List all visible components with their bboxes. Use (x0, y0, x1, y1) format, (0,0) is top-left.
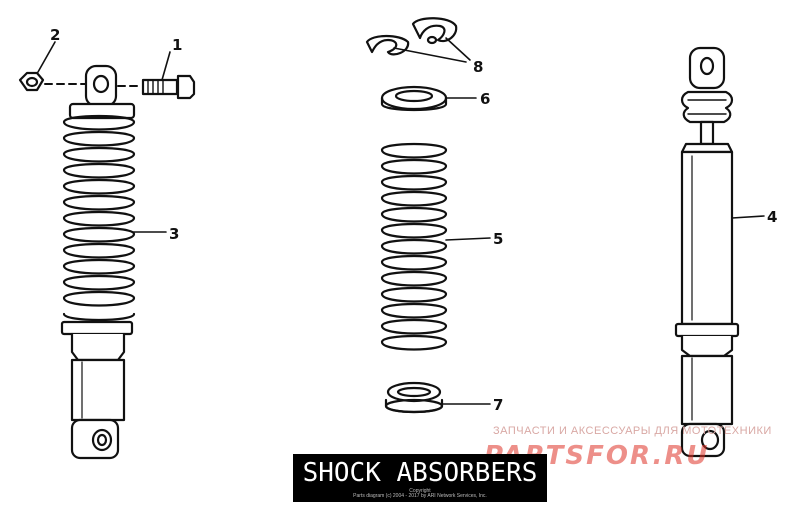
title-plate: SHOCK ABSORBERS Copyright Parts diagram … (293, 454, 547, 502)
callout-7: 7 (493, 396, 503, 414)
diagram-title: SHOCK ABSORBERS (302, 458, 538, 488)
lower-spring-seat-part (384, 381, 444, 414)
leader-lines (37, 37, 765, 405)
callout-3: 3 (169, 225, 179, 243)
copyright-notice: Copyright Parts diagram (c) 2004 - 2017 … (293, 489, 547, 499)
bolt-part (141, 74, 196, 100)
nut-part (18, 71, 45, 92)
watermark-tagline: ЗАПЧАСТИ И АКСЕССУАРЫ ДЛЯ МОТОТЕХНИКИ (493, 425, 772, 437)
collet-halves-part (365, 17, 458, 56)
coil-spring-left (62, 114, 136, 322)
copyright-line-2: Parts diagram (c) 2004 - 2017 by ARI Net… (353, 493, 487, 499)
damper-part (674, 46, 740, 458)
callout-1: 1 (172, 36, 182, 54)
callout-6: 6 (480, 90, 490, 108)
copyright-line-1: Copyright (409, 488, 431, 494)
callout-8: 8 (473, 58, 483, 76)
callout-2: 2 (50, 26, 60, 44)
shock-with-spring-assembly (18, 64, 196, 460)
callout-5: 5 (493, 230, 503, 248)
coil-spring-part (380, 142, 448, 351)
upper-spring-seat-part (380, 85, 448, 112)
callout-4: 4 (767, 208, 777, 226)
